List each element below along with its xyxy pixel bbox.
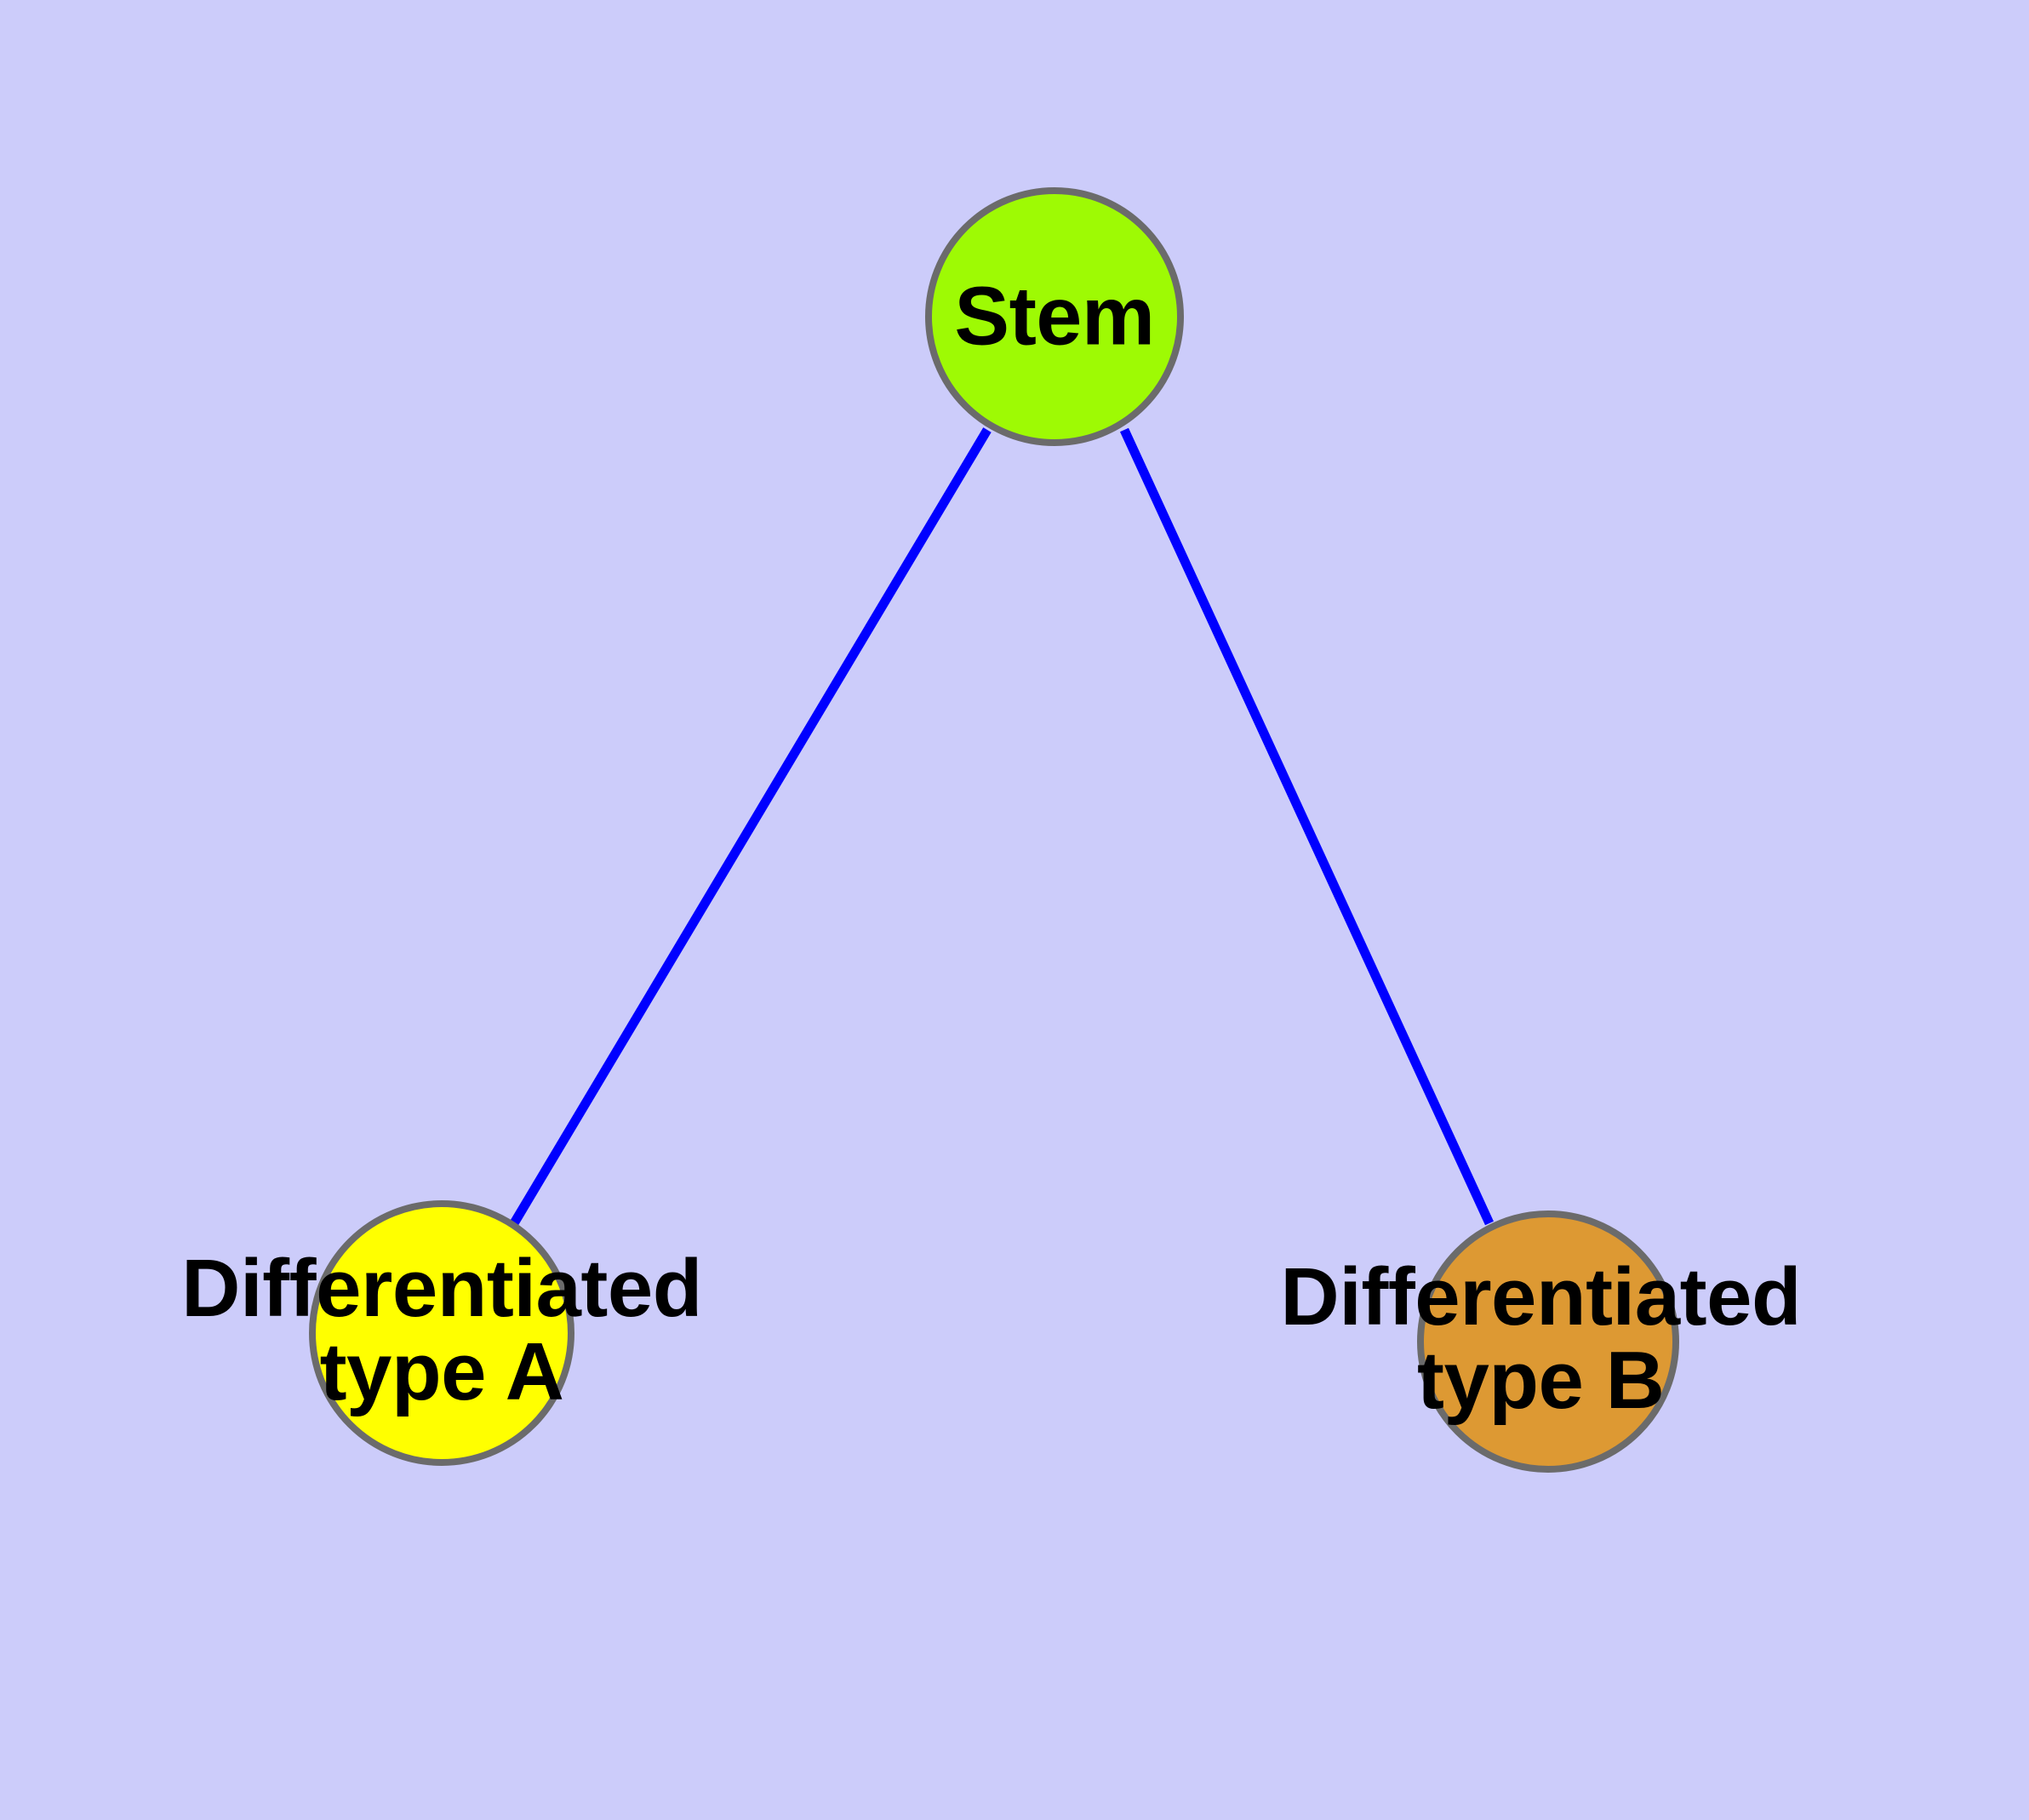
node-differentiated-type-b[interactable]: Differentiated type B — [1280, 1210, 1802, 1473]
node-differentiated-type-a[interactable]: Differentiated type A — [181, 1200, 702, 1466]
node-stem-label-line-1: Stem — [954, 269, 1155, 363]
node-differentiated-type-b-label-line-1: Differentiated — [1280, 1251, 1802, 1343]
edge-stem-to-differentiated-type-b — [1120, 427, 1494, 1226]
node-stem-label: Stem — [954, 269, 1155, 363]
node-differentiated-type-a-label-line-2: type A — [319, 1326, 564, 1418]
node-differentiated-type-b-label-line-2: type B — [1417, 1335, 1665, 1427]
node-differentiated-type-a-label: Differentiated type A — [181, 1247, 702, 1414]
edge-stem-to-differentiated-type-a — [510, 427, 992, 1226]
node-differentiated-type-b-label: Differentiated type B — [1280, 1256, 1801, 1422]
node-stem[interactable]: Stem — [925, 187, 1184, 446]
node-differentiated-type-a-label-line-1: Differentiated — [181, 1243, 702, 1335]
